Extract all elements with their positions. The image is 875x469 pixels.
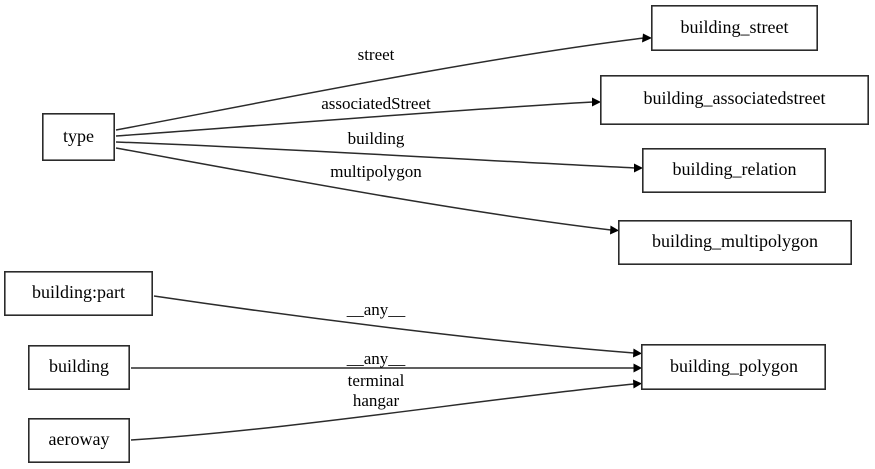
node-label-building_multipolygon: building_multipolygon (652, 231, 818, 251)
node-building_multipolygon[interactable]: building_multipolygon (617, 220, 852, 266)
node-type[interactable]: type (41, 113, 116, 162)
node-building[interactable]: building (27, 344, 131, 390)
edge-type-building_multipolygon (115, 147, 619, 235)
arrowhead-icon (633, 348, 642, 358)
arrowhead-icon (633, 363, 642, 373)
arrowhead-icon (634, 163, 643, 173)
node-box (599, 75, 869, 126)
edge-type-building_street (115, 33, 652, 131)
node-building_part[interactable]: building:part (4, 270, 153, 316)
node-building_polygon[interactable]: building_polygon (640, 343, 826, 390)
edge-label-any-building: __any__ (346, 349, 406, 368)
node-label-building_street: building_street (681, 17, 789, 37)
edge-line (115, 37, 645, 131)
edge-building_part-building_polygon (153, 295, 642, 358)
node-label-building: building (49, 356, 109, 376)
node-building_associatedstreet[interactable]: building_associatedstreet (599, 75, 869, 126)
node-label-building_polygon: building_polygon (670, 356, 798, 376)
node-label-type: type (63, 126, 94, 146)
node-aeroway[interactable]: aeroway (27, 417, 131, 463)
edge-label-multipolygon: multipolygon (330, 162, 422, 181)
edge-line (130, 383, 635, 441)
edge-line (115, 141, 636, 169)
node-box (641, 148, 826, 194)
node-box (640, 343, 826, 390)
edge-label-hangar: hangar (353, 391, 400, 410)
arrowhead-icon (592, 97, 601, 107)
edge-label-terminal: terminal (348, 371, 405, 390)
edge-line (115, 101, 594, 137)
node-building_street[interactable]: building_street (650, 5, 818, 52)
node-box (27, 344, 131, 390)
node-box (4, 270, 153, 316)
node-building_relation[interactable]: building_relation (641, 148, 826, 194)
node-label-building_relation: building_relation (673, 159, 797, 179)
edge-type-building_relation (115, 141, 643, 173)
node-box (41, 113, 116, 162)
arrowhead-icon (610, 225, 619, 235)
node-label-building_associatedstreet: building_associatedstreet (644, 88, 826, 108)
edge-line (115, 147, 612, 231)
node-box (27, 417, 131, 463)
edge-aeroway-building_polygon (130, 379, 642, 441)
node-box (650, 5, 818, 52)
edge-label-associatedstreet: associatedStreet (321, 94, 431, 113)
arrowhead-icon (642, 33, 652, 43)
edge-label-building: building (348, 129, 405, 148)
arrowhead-icon (633, 379, 642, 389)
edge-label-street: street (358, 45, 395, 64)
edge-type-building_associatedstreet (115, 97, 601, 137)
node-label-aeroway: aeroway (49, 429, 110, 449)
edge-building-building_polygon (131, 363, 642, 373)
node-box (617, 220, 852, 266)
edge-label-any-part: __any__ (346, 300, 406, 319)
node-label-building_part: building:part (32, 282, 125, 302)
edge-line (153, 295, 635, 354)
